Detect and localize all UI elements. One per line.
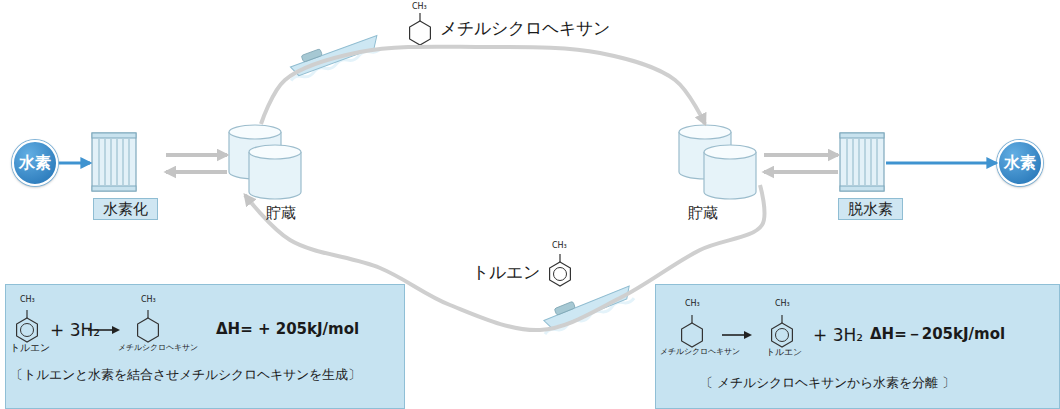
hydrogen-circle: 水素 — [12, 140, 58, 186]
flow-arrow — [764, 170, 838, 174]
storage-label: 貯蔵 — [266, 204, 296, 222]
formula-label: + 3H₂ — [813, 325, 863, 345]
substance-label: メチルシクロヘキサン — [118, 343, 198, 353]
hydrogen-circle: 水素 — [997, 140, 1043, 186]
flow-arrow — [886, 162, 996, 165]
hydrogenation-unit: 水素化 — [90, 130, 164, 224]
flow-arrow — [764, 153, 838, 157]
note-text: 〔トルエンと水素を結合させメチルシクロヘキサンを生成〕 — [10, 367, 361, 383]
formula-label: CH₃ — [552, 242, 567, 250]
enthalpy-label: ΔH=－205kJ/mol — [870, 325, 1005, 343]
storage-label: 貯蔵 — [688, 204, 718, 222]
flow-arrow — [261, 47, 705, 124]
reaction-box: CH₃ CH₃ + 3H₂ ΔH=－205kJ/mol メチルシクロヘキサン トルエン〔 … — [655, 284, 1060, 409]
storage-tanks: 貯蔵 — [226, 128, 304, 224]
formula-label: CH₃ — [412, 3, 427, 11]
substance-label: トルエン — [766, 347, 802, 358]
substance-label: メチルシクロヘキサン — [660, 347, 740, 357]
substance-label: メチルシクロヘキサン — [440, 18, 610, 38]
hydrogen-label: 水素 — [999, 142, 1041, 184]
process-label: 脱水素 — [838, 198, 903, 220]
process-label: 水素化 — [93, 198, 158, 220]
formula-label: CH₃ — [775, 299, 790, 309]
dehydrogenation-unit: 脱水素 — [836, 130, 910, 224]
formula-label: CH₃ — [20, 295, 35, 305]
enthalpy-label: ΔH= + 205kJ/mol — [216, 320, 359, 338]
formula-label: CH₃ — [141, 295, 156, 305]
formula-label: CH₃ — [685, 299, 700, 309]
flow-arrow — [59, 162, 90, 165]
flow-arrow — [245, 185, 764, 330]
substance-label: トルエン — [10, 342, 50, 354]
storage-tanks: 貯蔵 — [678, 128, 764, 224]
hydrogen-label: 水素 — [14, 142, 56, 184]
reaction-box: CH₃ CH₃ + 3H₂ ΔH= + 205kJ/mol トルエン メチルシクロヘキサン… — [5, 284, 405, 409]
formula-label: + 3H₂ — [50, 320, 100, 340]
flow-arrow — [166, 153, 227, 157]
note-text: 〔 メチルシクロヘキサンから水素を分離 〕 — [700, 375, 955, 391]
substance-label: トルエン — [472, 262, 540, 282]
flow-arrow — [166, 170, 227, 174]
